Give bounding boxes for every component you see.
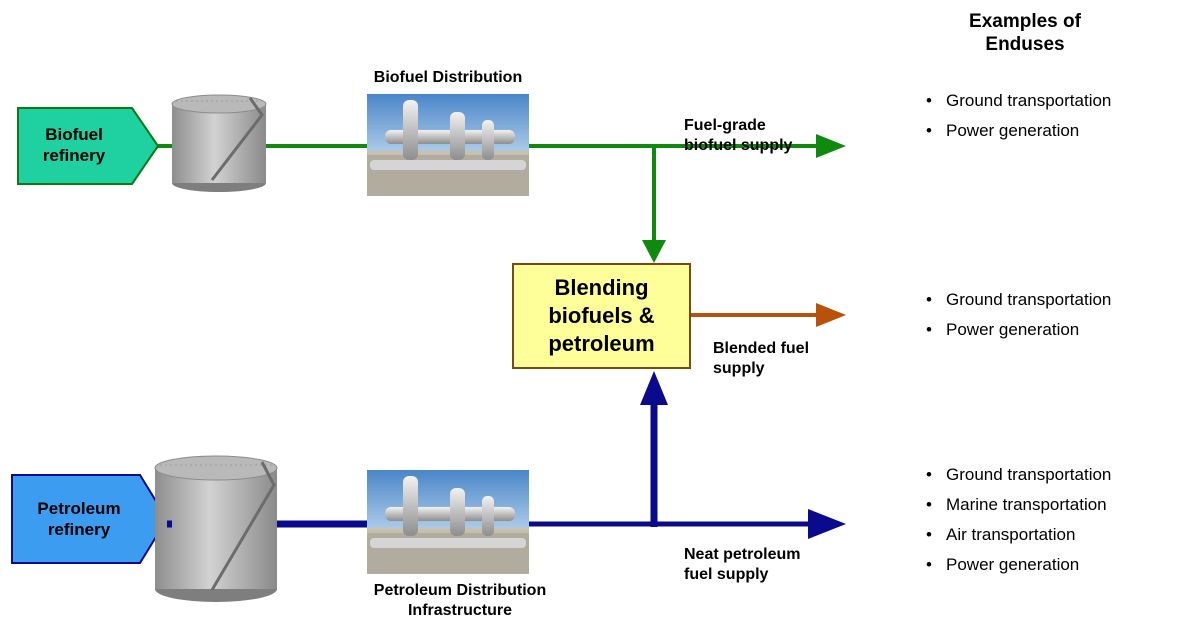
blending-line3: petroleum [548,331,655,356]
list-item: Ground transportation [923,460,1111,490]
biofuel-refinery-shape [17,107,160,185]
petroleum-storage-tank [154,455,278,602]
blended-supply-label: Blended fuel supply [713,339,853,379]
enduses-title-line1: Examples of [969,11,1081,32]
petroleum-distribution-line2: Infrastructure [407,602,513,619]
petroleum-supply-label: Neat petroleum fuel supply [684,545,854,585]
petroleum-distribution-line1: Petroleum Distribution [373,582,547,599]
blended-supply-line1: Blended fuel [713,340,810,357]
biofuel-supply-line1: Fuel-grade [684,117,766,134]
list-item: Power generation [923,315,1111,345]
petroleum-distribution-photo [367,470,529,574]
petroleum-refinery-shape [11,474,169,564]
blending-line2: biofuels & [548,303,655,328]
biofuel-refinery-line2: refinery [42,146,106,165]
biofuel-blending-arrowhead [642,240,666,263]
biofuel-supply-label: Fuel-grade biofuel supply [684,116,844,156]
petroleum-enduses-list: Ground transportation Marine transportat… [923,460,1111,580]
list-item: Power generation [923,550,1111,580]
blended-output-arrowhead [816,303,846,327]
list-item: Ground transportation [923,86,1111,116]
petroleum-blending-arrowhead [640,371,668,405]
enduses-title-line2: Enduses [985,34,1065,55]
petroleum-supply-line2: fuel supply [684,566,769,583]
enduses-title: Examples of Enduses [930,10,1120,56]
petroleum-refinery-label: Petroleum refinery [16,498,142,540]
list-item: Air transportation [923,520,1111,550]
biofuel-distribution-label: Biofuel Distribution [373,69,523,86]
biofuel-refinery-line1: Biofuel [45,125,103,144]
list-item: Marine transportation [923,490,1111,520]
biofuel-distribution-photo [367,94,529,196]
petroleum-refinery-line1: Petroleum [37,499,121,518]
petroleum-output-arrowhead [808,509,846,539]
list-item: Power generation [923,116,1111,146]
blended-enduses-list: Ground transportation Power generation [923,285,1111,345]
biofuel-refinery-label: Biofuel refinery [22,124,126,166]
petroleum-refinery-line2: refinery [47,520,111,539]
list-item: Ground transportation [923,285,1111,315]
biofuel-enduses-list: Ground transportation Power generation [923,86,1111,146]
biofuel-output-arrowhead [816,134,846,158]
petroleum-supply-line1: Neat petroleum [684,546,801,563]
blending-box: Blending biofuels & petroleum [512,263,691,369]
petroleum-distribution-label: Petroleum Distribution Infrastructure [335,581,585,621]
biofuel-storage-tank [171,94,267,192]
biofuel-supply-line2: biofuel supply [684,137,793,154]
blending-line1: Blending [554,275,649,300]
blended-supply-line2: supply [713,360,765,377]
